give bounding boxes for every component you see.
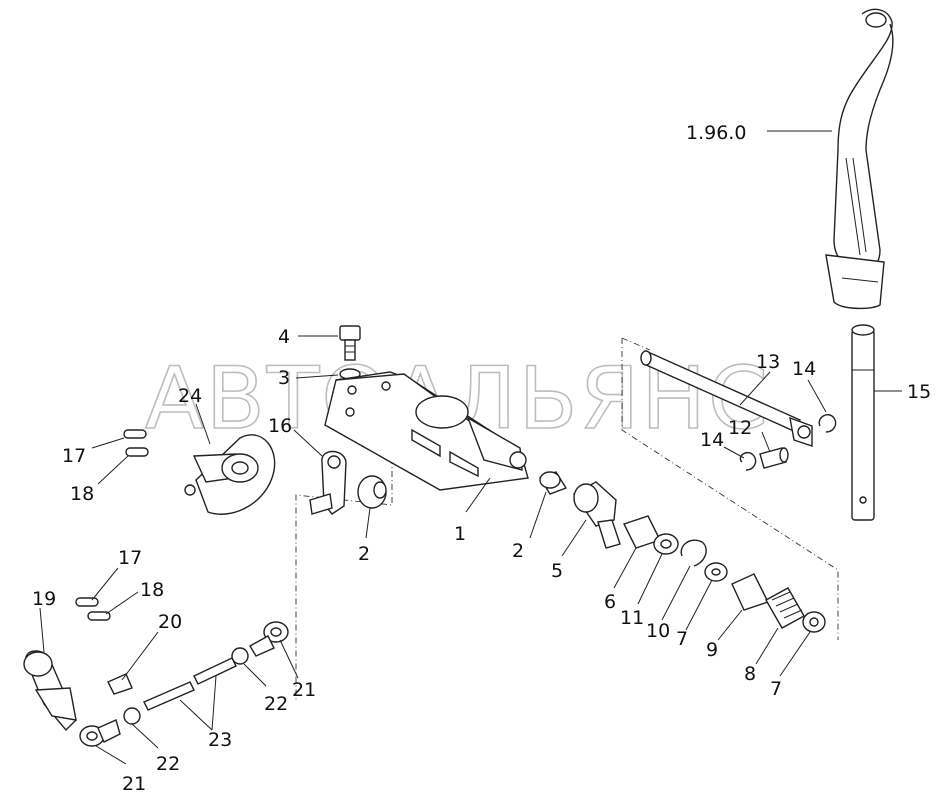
selector-finger (572, 481, 621, 549)
rod-end (79, 719, 121, 747)
callout-18: 18 (140, 579, 164, 601)
lever-rod (851, 324, 875, 521)
bolt (339, 325, 361, 361)
circlip (680, 539, 707, 567)
callout-21: 21 (292, 679, 316, 701)
washer (802, 611, 826, 633)
callout-3: 3 (278, 367, 290, 389)
rod-end (249, 621, 289, 657)
bushing (357, 475, 387, 509)
gear-lever-handle (825, 8, 894, 310)
callout-17: 17 (118, 547, 142, 569)
callout-12: 12 (728, 417, 752, 439)
callout-23: 23 (208, 729, 232, 751)
callout-14: 14 (792, 358, 816, 380)
washer (704, 562, 728, 582)
callout-5: 5 (551, 560, 563, 582)
circlip (739, 452, 757, 471)
lower-lever (23, 650, 77, 732)
callout-1: 1 (454, 523, 466, 545)
callout-1.96.0: 1.96.0 (686, 122, 746, 144)
pin (125, 447, 149, 457)
callout-20: 20 (158, 611, 182, 633)
callout-9: 9 (706, 639, 718, 661)
spring-pin (759, 447, 789, 469)
callout-6: 6 (604, 591, 616, 613)
callout-labels: 1.96.0 15 13 14 14 12 4 3 24 16 17 18 1 … (32, 122, 931, 795)
shift-lever-arm (309, 450, 347, 515)
callout-11: 11 (620, 607, 644, 629)
nut (123, 707, 141, 725)
callout-13: 13 (756, 351, 780, 373)
selector-lever (184, 434, 276, 515)
pin (75, 597, 99, 607)
leader-lines (39, 130, 902, 765)
ring (653, 533, 679, 555)
callout-24: 24 (178, 385, 202, 407)
nut (231, 647, 249, 665)
callout-16: 16 (268, 415, 292, 437)
spring (765, 587, 805, 629)
callout-10: 10 (646, 620, 670, 642)
pin (123, 429, 147, 439)
threaded-rod (143, 657, 237, 711)
callout-2: 2 (358, 543, 370, 565)
callout-7: 7 (676, 628, 688, 650)
callout-22: 22 (264, 693, 288, 715)
callout-15: 15 (907, 381, 931, 403)
callout-7: 7 (770, 678, 782, 700)
callout-14: 14 (700, 429, 724, 451)
callout-21: 21 (122, 773, 146, 795)
callout-2: 2 (512, 540, 524, 562)
clevis-pin (107, 673, 133, 695)
callout-19: 19 (32, 588, 56, 610)
callout-22: 22 (156, 753, 180, 775)
callout-8: 8 (744, 663, 756, 685)
circlip (818, 414, 837, 433)
callout-4: 4 (278, 326, 290, 348)
callout-18: 18 (70, 483, 94, 505)
bushing (538, 471, 568, 495)
pin (87, 611, 111, 621)
bushing (731, 573, 769, 611)
callout-17: 17 (62, 445, 86, 467)
shift-housing (324, 371, 529, 491)
shift-shaft (640, 350, 813, 447)
